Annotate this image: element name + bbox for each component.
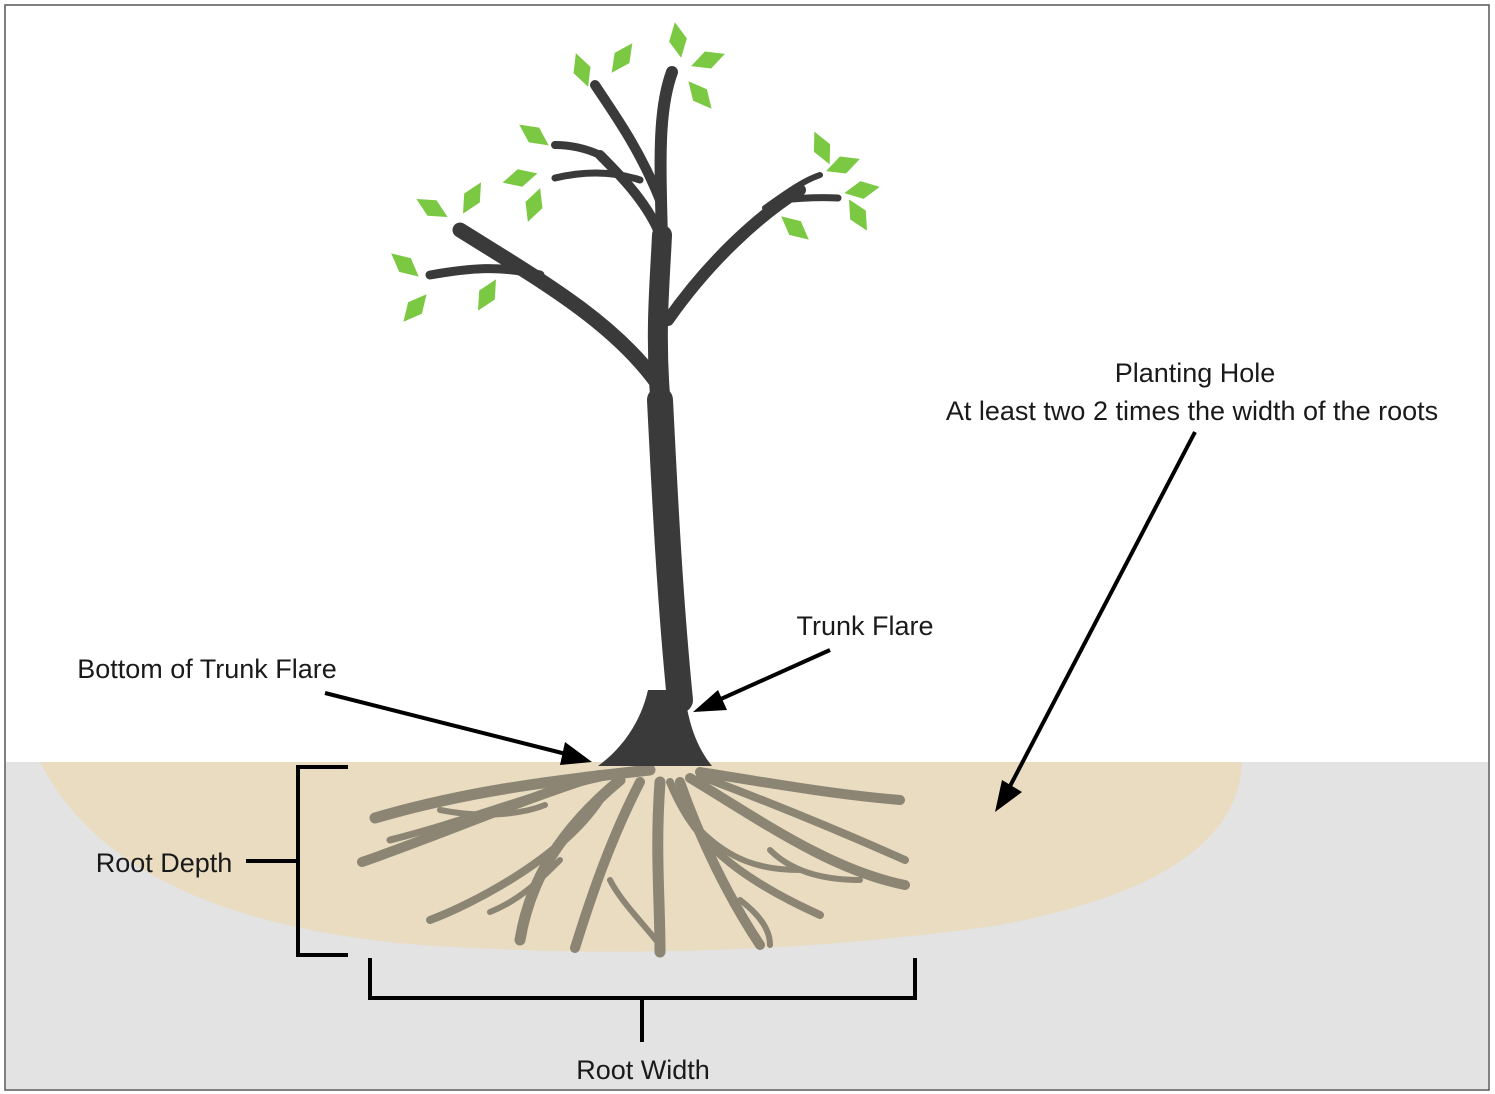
trunk-flare-arrow [711,648,831,705]
planting-hole-title: Planting Hole [1115,358,1276,388]
leaf-icon [391,22,880,322]
arrow-icon [324,431,1197,791]
planting-hole-arrowhead [995,780,1022,812]
root-system-icon [357,764,910,958]
bracket-icon [246,765,917,1042]
bottom-of-trunk-flare-arrowhead [560,742,592,765]
bottom-of-trunk-flare-label: Bottom of Trunk Flare [77,654,337,684]
planting-hole-arrow [1006,431,1197,791]
trunk-flare [598,690,712,766]
root-width-label: Root Width [576,1055,710,1085]
planting-hole-note: At least two 2 times the width of the ro… [946,396,1438,426]
bottom-of-trunk-flare-arrow [324,691,571,757]
tree-icon [425,66,842,713]
trunk-flare-arrowhead [693,690,727,712]
root-depth-label: Root Depth [96,848,233,878]
trunk-flare-label: Trunk Flare [796,611,933,641]
planting-hole [40,762,1242,952]
